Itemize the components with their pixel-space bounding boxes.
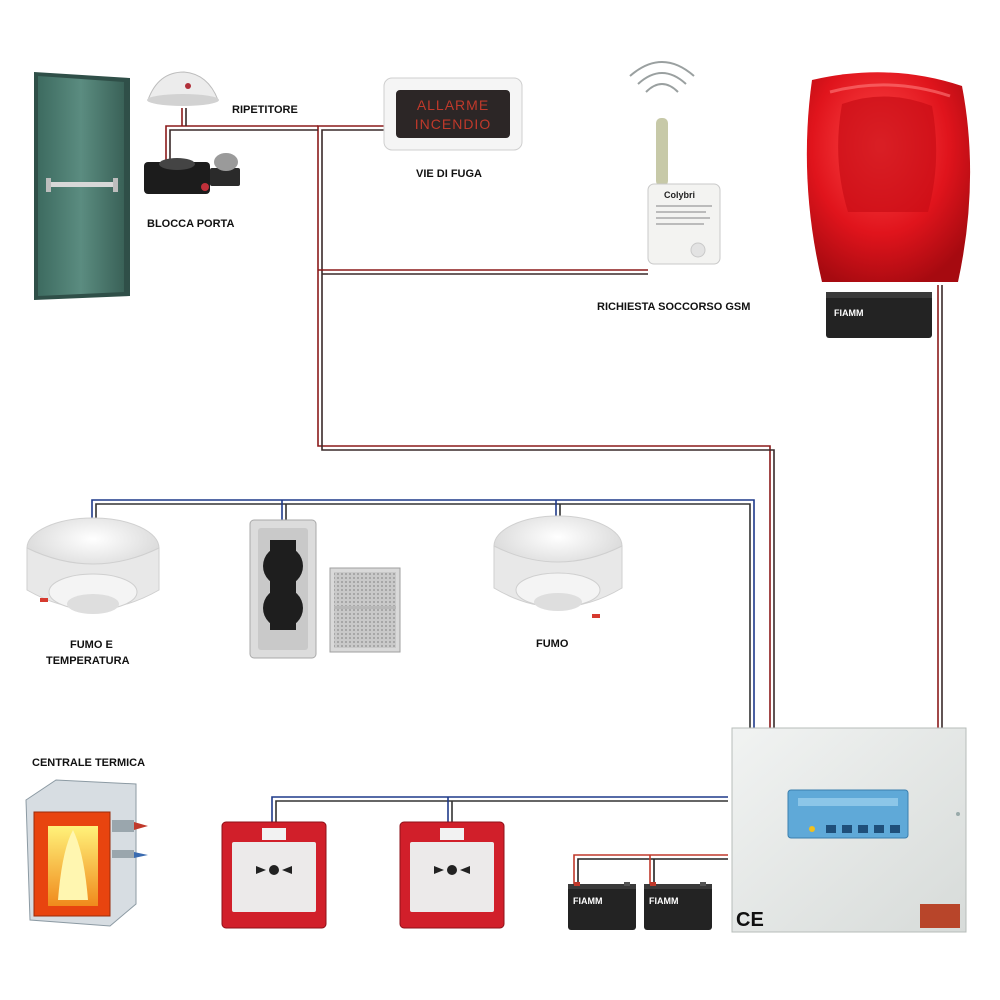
control-panel-icon: CE — [731, 727, 967, 933]
fumo-temp-label-1: FUMO E — [70, 639, 113, 651]
battery-brand: FIAMM — [834, 308, 864, 318]
fumo-label: FUMO — [536, 638, 569, 650]
vie-di-fuga-label: VIE DI FUGA — [416, 168, 482, 180]
manual-call-point-icon — [221, 821, 327, 929]
manual-call-point-icon-2 — [399, 821, 505, 929]
battery-icon: FIAMM — [826, 292, 932, 338]
smoke-heat-detector-icon — [26, 517, 160, 614]
repeater-icon — [147, 71, 219, 106]
smoke-detector-icon — [493, 515, 623, 618]
exit-sign-icon: ALLARME INCENDIO — [383, 77, 523, 151]
blocca-porta-label: BLOCCA PORTA — [147, 218, 234, 230]
gsm-brand: Colybri — [664, 190, 695, 200]
reflector-icon — [329, 567, 401, 653]
gsm-dialer-icon: Colybri — [629, 61, 721, 265]
panel-battery-icon-2: FIAMM — [644, 882, 712, 930]
battery-brand-3: FIAMM — [649, 896, 679, 906]
blue-wiring — [91, 499, 755, 822]
boiler-icon — [25, 779, 148, 927]
door-icon — [34, 72, 130, 300]
siren-icon — [806, 72, 971, 283]
beam-detector-icon — [249, 519, 317, 659]
centrale-termica-label: CENTRALE TERMICA — [32, 757, 145, 769]
ripetitore-label: RIPETITORE — [232, 104, 298, 116]
sign-line1: ALLARME — [417, 97, 489, 113]
red-wiring — [165, 108, 943, 884]
fumo-temp-label-2: TEMPERATURA — [46, 655, 130, 667]
panel-battery-icon-1: FIAMM — [568, 882, 636, 930]
ce-mark: CE — [736, 909, 764, 931]
battery-brand-2: FIAMM — [573, 896, 603, 906]
richiesta-gsm-label: RICHIESTA SOCCORSO GSM — [597, 301, 750, 313]
sign-line2: INCENDIO — [415, 116, 491, 132]
door-holder-icon — [144, 153, 240, 194]
